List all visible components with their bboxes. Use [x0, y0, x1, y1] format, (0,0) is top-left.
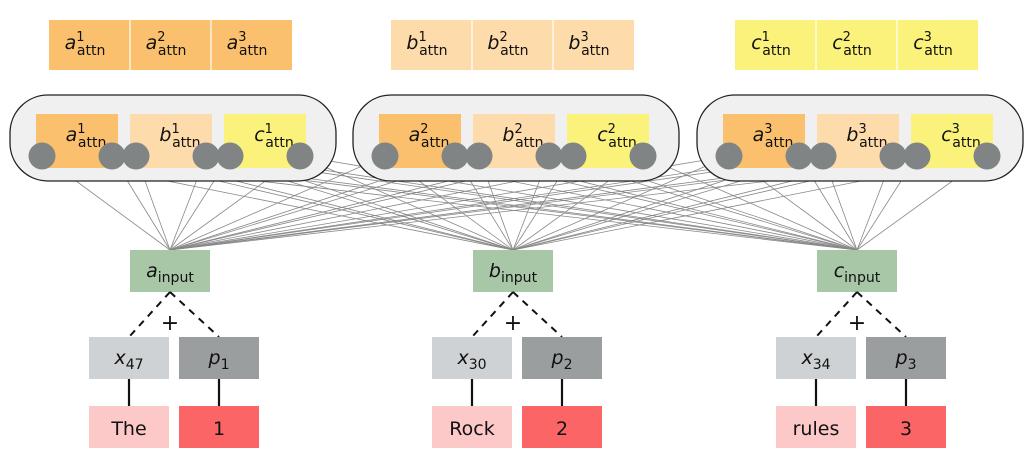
neuron-node: [286, 142, 314, 170]
attn-output-cell-b1: [391, 20, 472, 70]
token-box: [89, 406, 169, 448]
neuron-node: [809, 142, 837, 170]
neuron-node: [192, 142, 220, 170]
position-box: [179, 337, 259, 379]
input-node-label: binput: [489, 260, 538, 286]
plus-sign: +: [504, 311, 522, 336]
neuron-node: [879, 142, 907, 170]
dashed-edge: [856, 291, 907, 338]
index-box: [522, 406, 602, 448]
neuron-node: [122, 142, 150, 170]
token-box: [432, 406, 512, 448]
neuron-node: [785, 142, 813, 170]
neuron-node: [535, 142, 563, 170]
embedding-box: [89, 337, 169, 379]
position-label: p1: [208, 347, 230, 373]
input-node: [130, 250, 210, 292]
token-box: [776, 406, 856, 448]
attn-output-cell-c3: [897, 20, 978, 70]
index-label: 3: [900, 418, 912, 440]
input-node-label: ainput: [146, 260, 194, 286]
neuron-node: [715, 142, 743, 170]
position-label: p3: [895, 347, 917, 373]
plus-sign: +: [848, 311, 866, 336]
neuron-node: [371, 142, 399, 170]
input-column-3: cinput + x34 p3 rules 3: [776, 250, 946, 448]
neuron-node: [98, 142, 126, 170]
connection-line: [169, 155, 386, 251]
neuron-node: [441, 142, 469, 170]
embedding-label: x30: [456, 347, 486, 373]
neuron-node: [629, 142, 657, 170]
neuron-node: [559, 142, 587, 170]
attn-output-cell-c2: [816, 20, 897, 70]
attn-output-cell-a1: [49, 20, 130, 70]
embedding-box: [776, 337, 856, 379]
plus-sign: +: [161, 311, 179, 336]
token-label: rules: [793, 418, 840, 440]
attn-output-cell-c1: [735, 20, 816, 70]
dashed-edge: [128, 291, 171, 338]
token-label: Rock: [449, 418, 494, 440]
index-box: [179, 406, 259, 448]
index-label: 1: [213, 418, 225, 440]
connection-line: [169, 155, 800, 251]
input-node: [473, 250, 553, 292]
neuron-node: [903, 142, 931, 170]
attn-output-cell-a3: [211, 20, 292, 70]
dashed-edge: [815, 291, 858, 338]
embedding-label: x34: [800, 347, 830, 373]
embedding-box: [432, 337, 512, 379]
token-label: The: [110, 418, 146, 440]
input-node: [817, 250, 897, 292]
neuron-node: [973, 142, 1001, 170]
dashed-edge: [471, 291, 514, 338]
dashed-edge: [169, 291, 220, 338]
position-box: [866, 337, 946, 379]
input-node-label: cinput: [834, 260, 881, 286]
index-box: [866, 406, 946, 448]
neuron-node: [465, 142, 493, 170]
embedding-label: x47: [113, 347, 143, 373]
attn-output-cell-b2: [472, 20, 553, 70]
attn-output-cell-a2: [130, 20, 211, 70]
position-label: p2: [551, 347, 573, 373]
attn-output-cell-b3: [553, 20, 634, 70]
position-box: [522, 337, 602, 379]
neuron-node: [216, 142, 244, 170]
index-label: 2: [556, 418, 568, 440]
neuron-node: [28, 142, 56, 170]
dashed-edge: [512, 291, 563, 338]
